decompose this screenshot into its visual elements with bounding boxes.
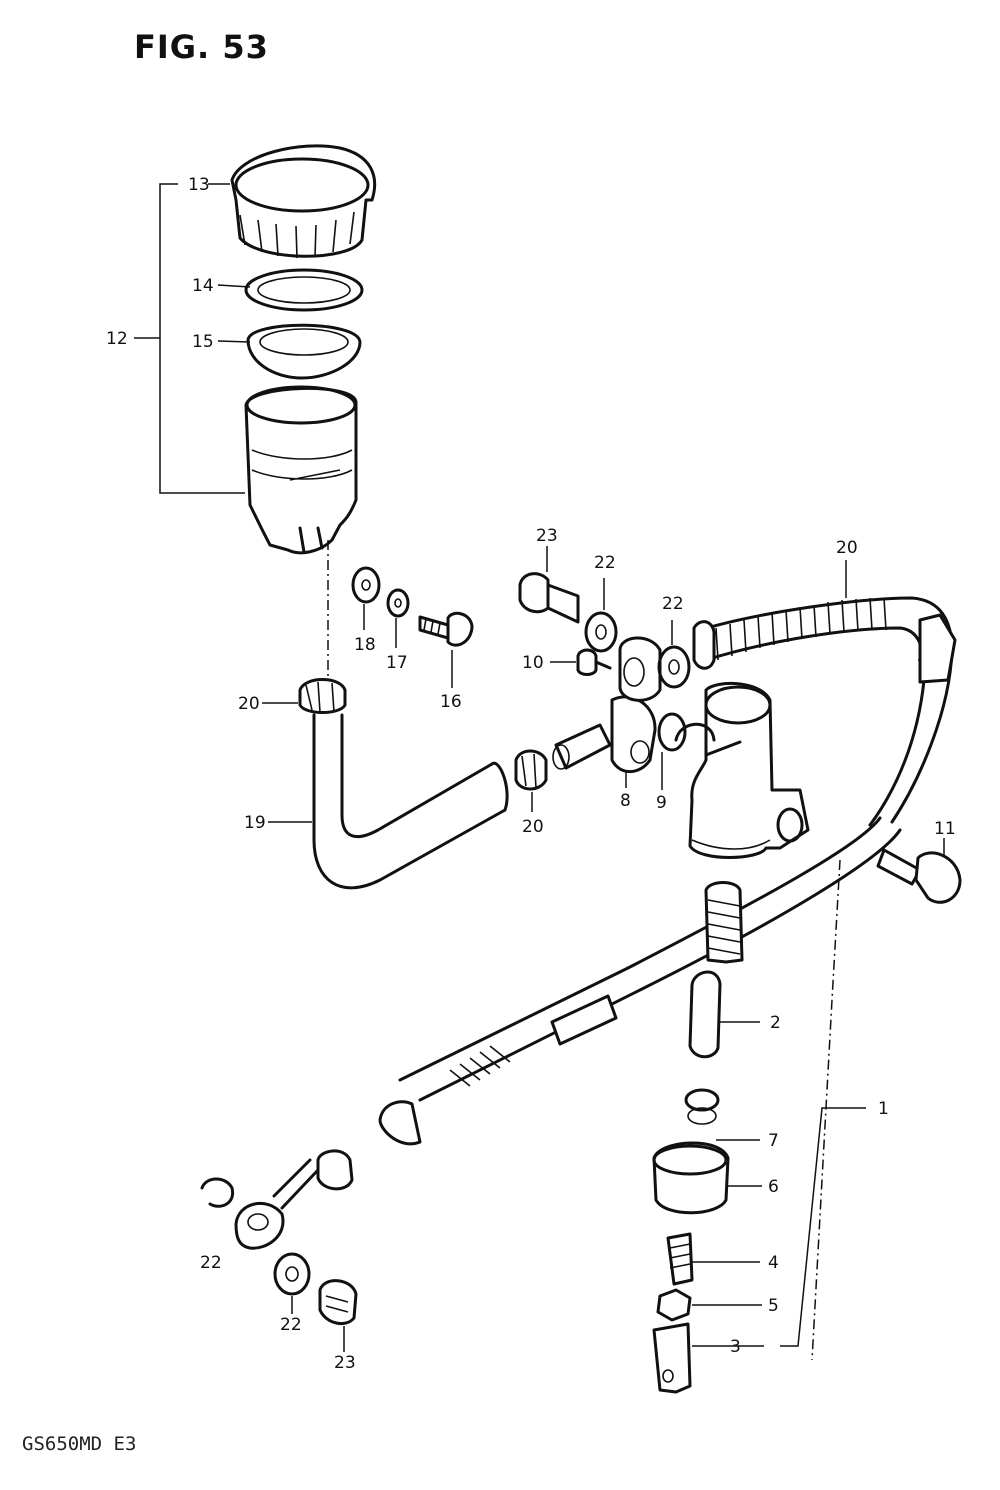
- callout-7: 7: [768, 1131, 779, 1151]
- sealing-washer-22-upper-a: [584, 611, 618, 653]
- clevis-3: [652, 1322, 692, 1394]
- pushrod-4: [666, 1232, 694, 1286]
- sealing-washer-22-lower-a: [200, 1177, 235, 1208]
- inlet-connector-8: [552, 695, 657, 774]
- callout-12: 12: [106, 329, 128, 349]
- union-bolt-23-lower: [318, 1279, 358, 1326]
- callout-22-upper-a: 22: [594, 553, 616, 573]
- callout-17: 17: [386, 653, 408, 673]
- leader-14: [217, 284, 251, 288]
- callout-6: 6: [768, 1177, 779, 1197]
- mounting-bolt-11: [876, 848, 962, 904]
- washer-18: [351, 566, 381, 604]
- callout-11: 11: [934, 819, 956, 839]
- o-ring-9: [657, 712, 687, 752]
- callout-20-lower: 20: [522, 817, 544, 837]
- callout-19: 19: [244, 813, 266, 833]
- callout-9: 9: [656, 793, 667, 813]
- screw-10: [576, 648, 612, 676]
- group-bracket-1: [780, 1107, 866, 1347]
- callout-5: 5: [768, 1296, 779, 1316]
- callout-23-lower: 23: [334, 1353, 356, 1373]
- figure-title: FIG. 53: [134, 28, 269, 66]
- callout-15: 15: [192, 332, 214, 352]
- callout-8: 8: [620, 791, 631, 811]
- hose-clamp-20-lower: [514, 749, 548, 791]
- cap-diaphragm-plate: [244, 268, 364, 312]
- reservoir-hose-19: [312, 713, 509, 890]
- rubber-boot-2: [688, 881, 744, 1059]
- callout-16: 16: [440, 692, 462, 712]
- callout-21: 20: [836, 538, 858, 558]
- circlip-7: [684, 1088, 720, 1125]
- callout-14: 14: [192, 276, 214, 296]
- assembly-line-pushrod: [811, 859, 841, 1361]
- reservoir-body: [244, 385, 358, 555]
- lock-nut-5: [656, 1288, 692, 1322]
- reservoir-cap: [230, 144, 377, 259]
- union-bolt-23-upper: [518, 572, 580, 624]
- callout-3: 3: [730, 1337, 741, 1357]
- callout-23-upper: 23: [536, 526, 558, 546]
- callout-18: 18: [354, 635, 376, 655]
- sealing-washer-22-upper-b: [657, 645, 691, 689]
- pushrod-boot-6: [652, 1141, 730, 1215]
- callout-10: 10: [522, 653, 544, 673]
- brake-hose-21: [692, 596, 957, 827]
- callout-13: 13: [188, 175, 210, 195]
- callout-4: 4: [768, 1253, 779, 1273]
- callout-22-lower-b: 22: [280, 1315, 302, 1335]
- callout-22-upper-b: 22: [662, 594, 684, 614]
- callout-1: 1: [878, 1099, 889, 1119]
- hose-union-fitting: [618, 636, 662, 702]
- leader-15: [217, 340, 251, 343]
- cap-diaphragm: [246, 323, 362, 380]
- callout-2: 2: [770, 1013, 781, 1033]
- model-code: GS650MD E3: [22, 1433, 137, 1455]
- hose-clamp-20-upper: [298, 678, 347, 714]
- sealing-washer-22-lower-b: [273, 1252, 311, 1296]
- callout-22-lower-a: 22: [200, 1253, 222, 1273]
- washer-17: [386, 588, 410, 618]
- screw-16: [418, 611, 474, 647]
- callout-20-upper: 20: [238, 694, 260, 714]
- brake-hose-long: [234, 816, 902, 1250]
- master-cylinder: [674, 681, 810, 859]
